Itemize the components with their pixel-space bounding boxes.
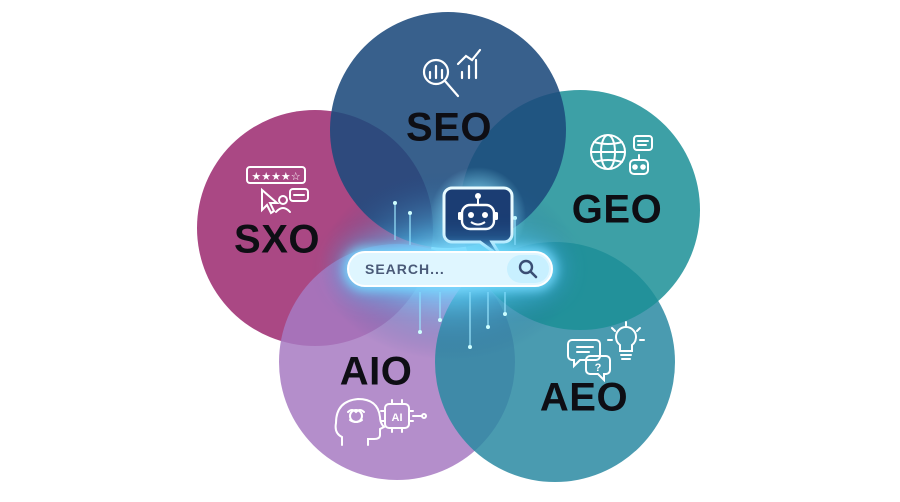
svg-text:★★★★☆: ★★★★☆ [251, 170, 300, 183]
label-geo: GEO [571, 187, 663, 232]
globe-robot-icon [590, 134, 653, 175]
search-bar[interactable]: SEARCH... [347, 251, 553, 287]
label-seo: SEO [406, 105, 492, 150]
label-aio: AIO [339, 349, 413, 394]
search-button[interactable] [507, 255, 549, 283]
search-icon [518, 259, 538, 279]
magnifier-chart-icon [422, 48, 482, 98]
search-placeholder: SEARCH... [365, 261, 445, 277]
brain-ai-chip-icon [334, 397, 427, 446]
star-rating-cursor-icon: ★★★★☆ [246, 166, 309, 215]
label-aeo: AEO [539, 375, 629, 420]
svg-text:?: ? [595, 362, 602, 374]
ai-chip-text: AI [392, 412, 403, 424]
chat-lightbulb-icon: ? [567, 321, 645, 383]
robot-chat-icon [430, 167, 526, 263]
label-sxo: SXO [234, 217, 320, 262]
